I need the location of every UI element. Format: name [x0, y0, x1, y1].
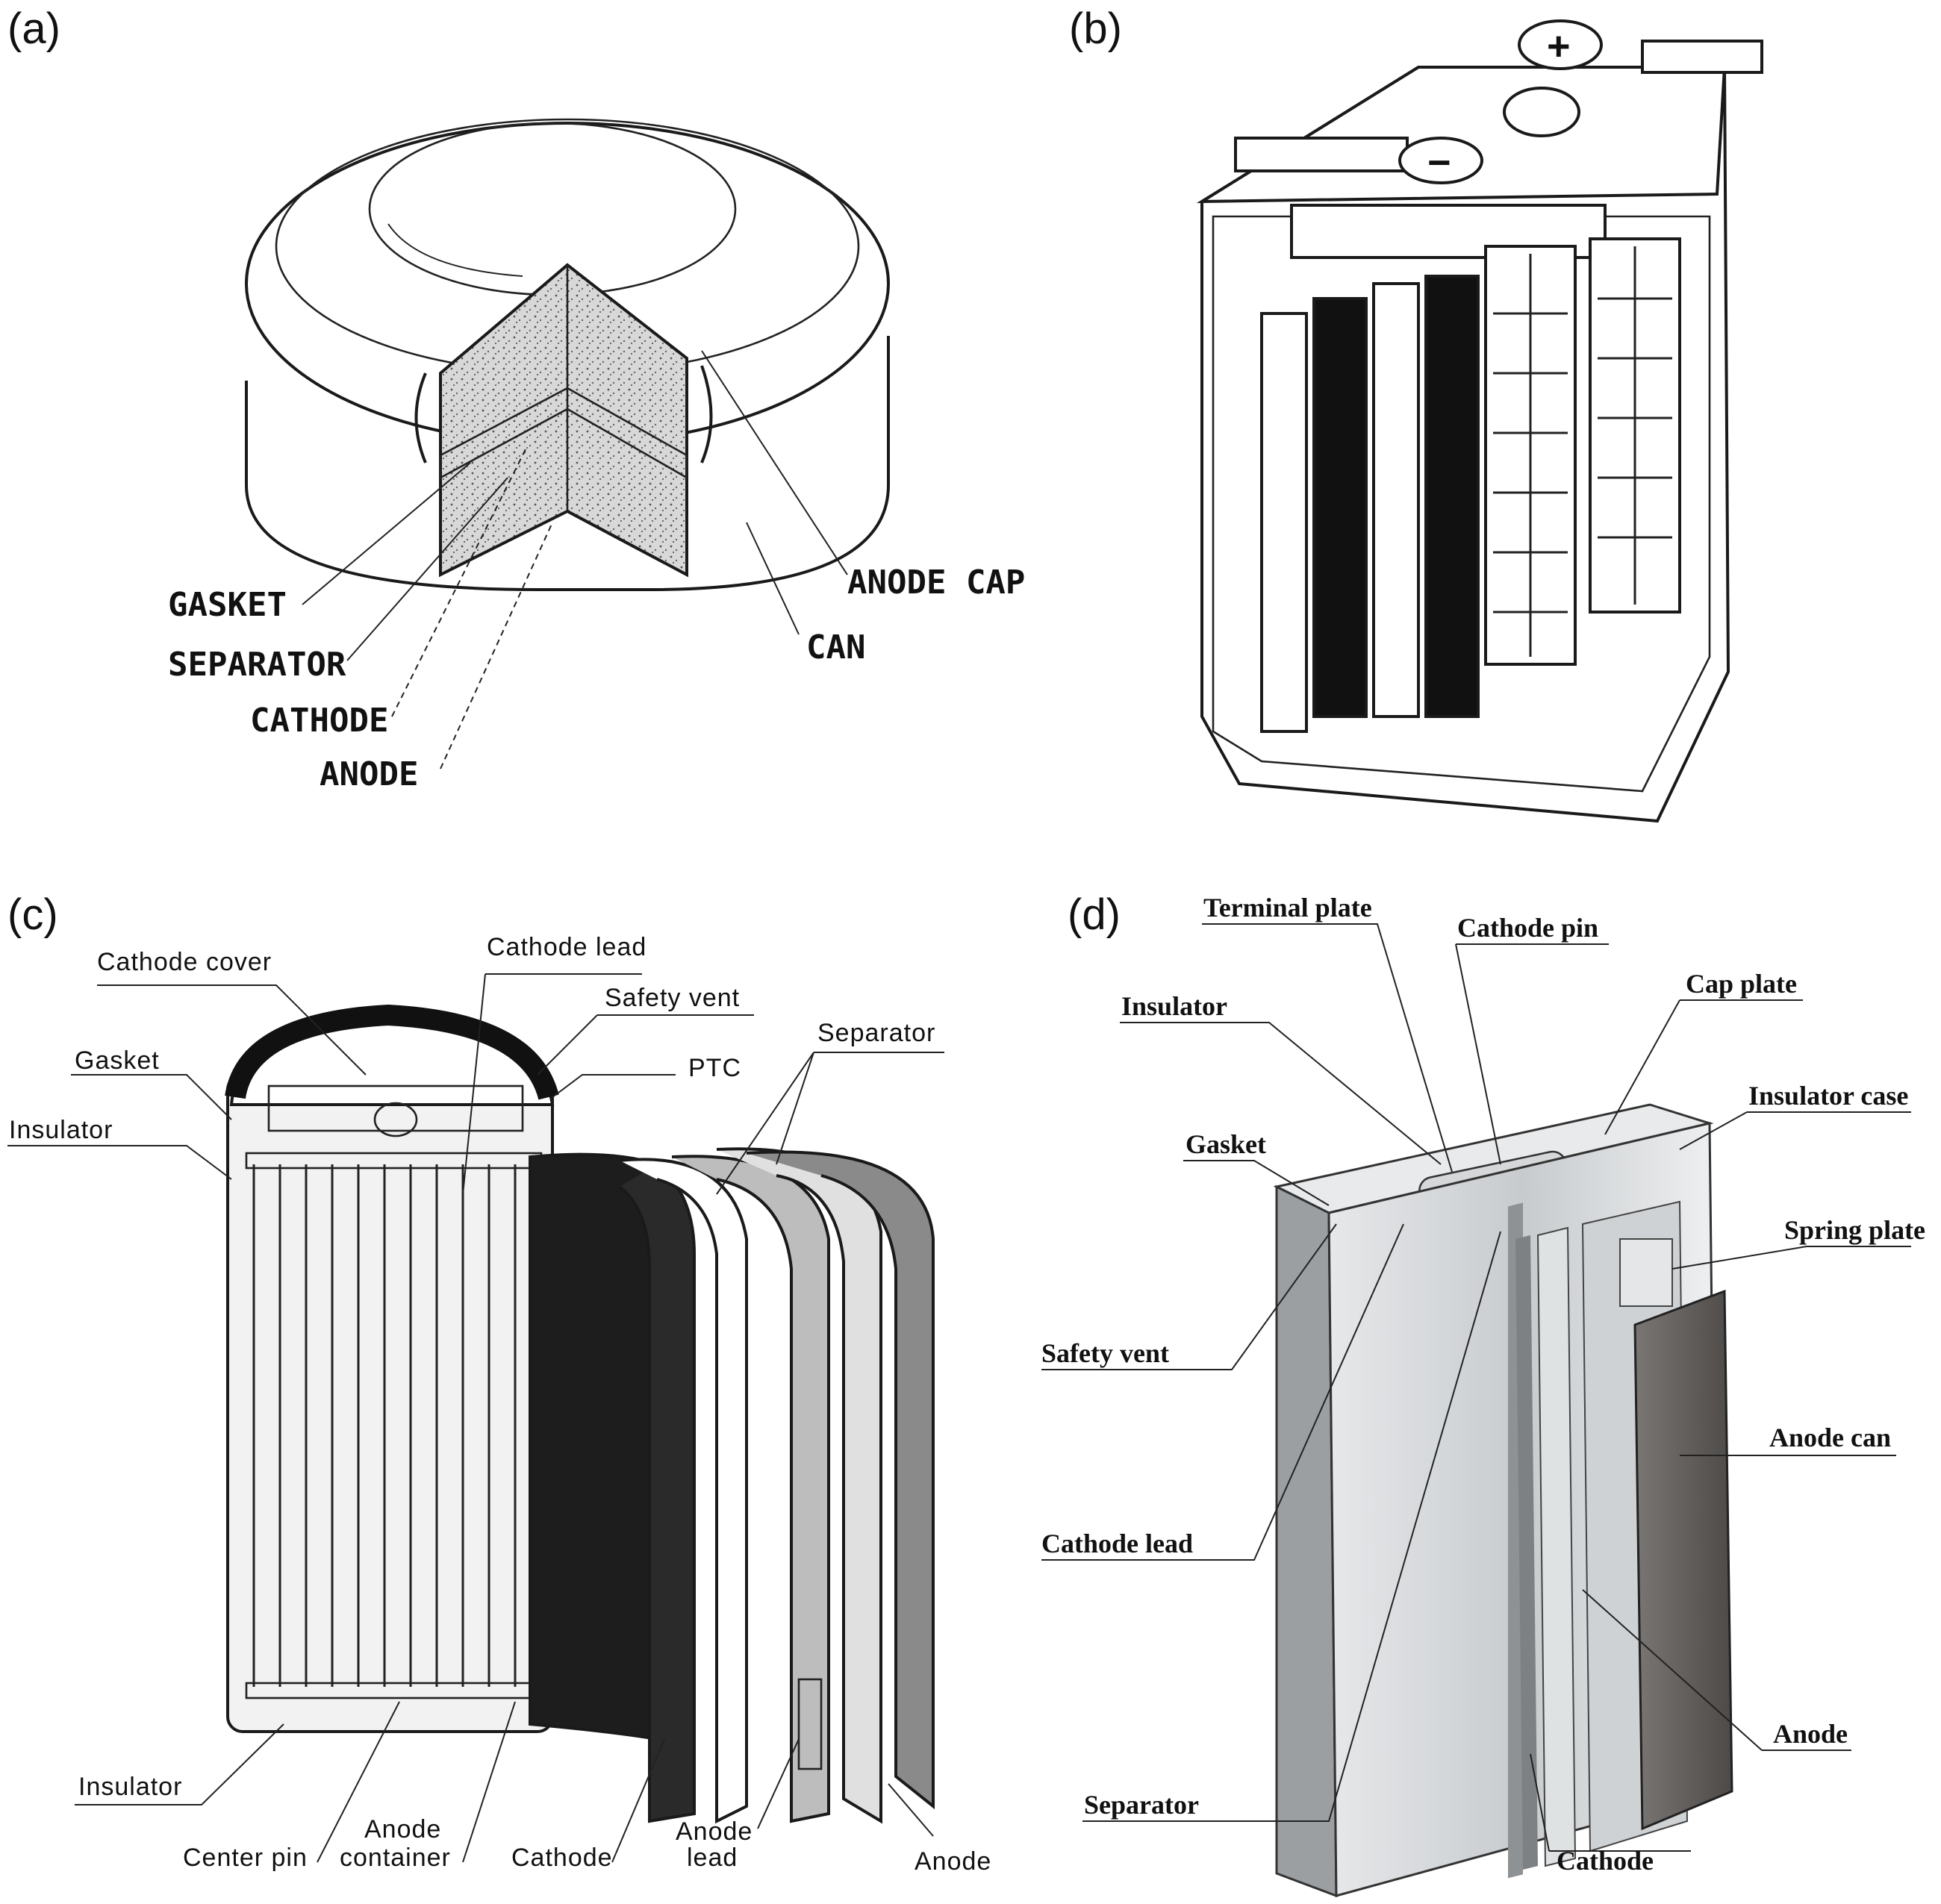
callout-ptc: PTC: [688, 1054, 741, 1082]
callout-insulator-d: Insulator: [1121, 991, 1227, 1021]
callout-gasket-d: Gasket: [1186, 1129, 1266, 1159]
panel-label-b: (b): [1069, 4, 1122, 53]
terminal-negative: −: [1427, 140, 1451, 185]
callout-separator: SEPARATOR: [168, 646, 346, 684]
callout-insulator-case: Insulator case: [1748, 1081, 1908, 1111]
panel-d: (d): [1041, 890, 1925, 1898]
panel-a-leaders: [302, 350, 848, 770]
lead-acid-cell-drawing: − +: [1196, 19, 1763, 823]
callout-gasket-c: Gasket: [75, 1046, 160, 1075]
panel-d-leaders: [1041, 923, 1911, 1852]
panel-label-a: (a): [7, 4, 60, 53]
callout-insulator-bottom: Insulator: [78, 1773, 182, 1801]
callout-anode-cap: ANODE CAP: [847, 564, 1025, 602]
callout-anode-lead-2: lead: [687, 1844, 738, 1872]
callout-anode-d: Anode: [1773, 1719, 1848, 1749]
panel-b: (b) − +: [1069, 4, 1763, 823]
callout-anode-c: Anode: [915, 1847, 991, 1876]
prismatic-cell-drawing: [1273, 1103, 1733, 1898]
button-cell-drawing: [245, 118, 890, 591]
callout-cathode-pin: Cathode pin: [1457, 913, 1598, 943]
callout-anode-lead-1: Anode: [676, 1817, 753, 1846]
callout-safety-vent: Safety vent: [605, 984, 740, 1012]
panel-label-c: (c): [7, 890, 58, 939]
callout-anode: ANODE: [320, 755, 418, 793]
callout-can: CAN: [806, 628, 865, 667]
panel-a: (a) GASKET SEPARATOR CATHODE ANODE: [7, 4, 1025, 793]
callout-gasket: GASKET: [168, 586, 287, 624]
callout-anode-container-2: container: [340, 1844, 451, 1872]
panel-c-leaders: [7, 973, 944, 1863]
callout-cathode-d: Cathode: [1557, 1846, 1654, 1876]
callout-anode-can: Anode can: [1769, 1423, 1891, 1452]
callout-cathode-lead-d: Cathode lead: [1041, 1529, 1193, 1558]
callout-cathode-lead: Cathode lead: [487, 933, 647, 961]
panel-c: (c): [7, 890, 991, 1876]
callout-cathode-cover: Cathode cover: [97, 948, 272, 976]
callout-anode-container-1: Anode: [364, 1815, 441, 1844]
callout-cap-plate: Cap plate: [1686, 969, 1797, 999]
callout-center-pin: Center pin: [183, 1844, 308, 1872]
terminal-positive: +: [1547, 24, 1571, 69]
callout-cathode-c: Cathode: [511, 1844, 613, 1872]
panel-label-d: (d): [1068, 890, 1121, 939]
callout-insulator-top: Insulator: [9, 1116, 113, 1144]
callout-separator-c: Separator: [817, 1019, 935, 1047]
callout-separator-d: Separator: [1084, 1790, 1199, 1820]
cylindrical-cell-drawing: [225, 1004, 935, 1824]
callout-safety-vent-d: Safety vent: [1041, 1338, 1169, 1368]
callout-terminal-plate: Terminal plate: [1203, 893, 1372, 923]
callout-spring-plate: Spring plate: [1784, 1215, 1925, 1245]
callout-cathode: CATHODE: [250, 702, 388, 740]
